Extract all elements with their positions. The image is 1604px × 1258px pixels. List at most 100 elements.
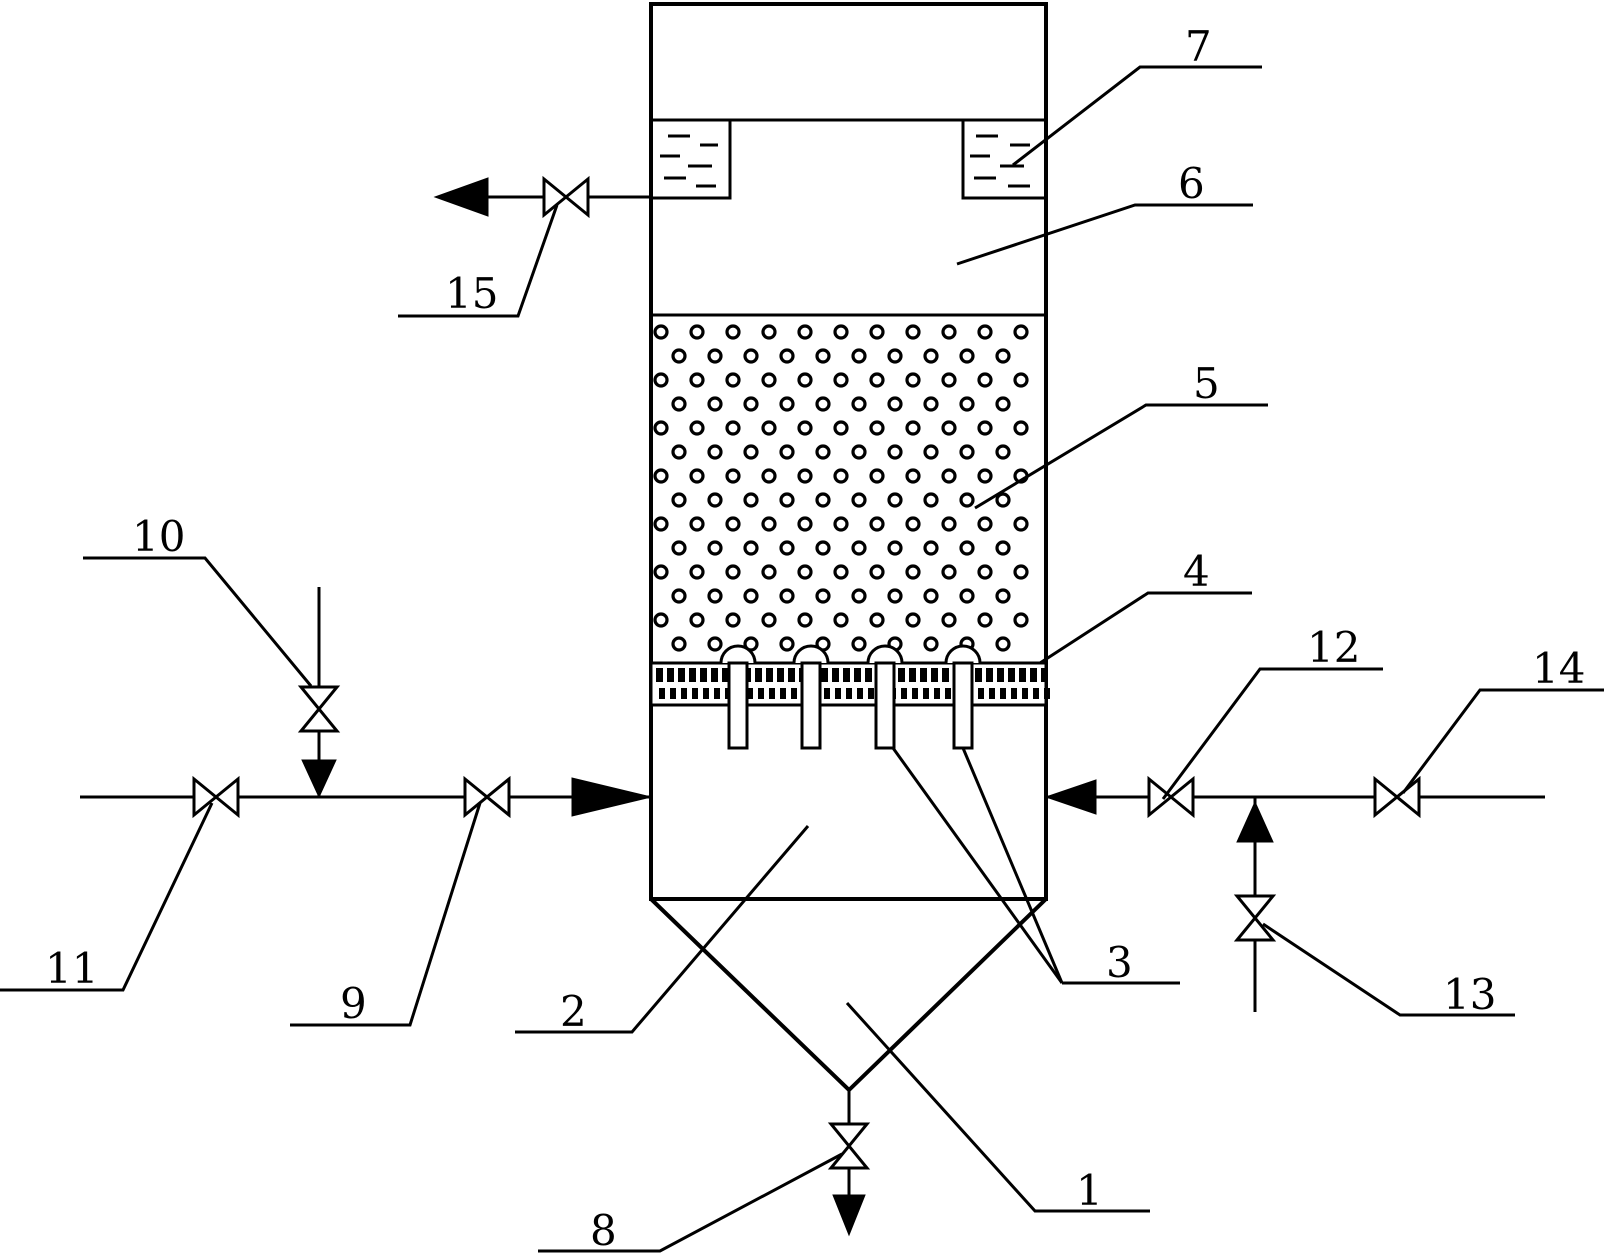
leader-line-3b <box>961 747 1064 984</box>
packing-bead <box>653 324 669 340</box>
leader-line-4 <box>1039 591 1252 665</box>
packing-bead <box>833 468 849 484</box>
packing-bead <box>1013 324 1029 340</box>
leader-line-2 <box>515 825 810 1034</box>
packing-bead <box>707 444 723 460</box>
leader-line-14 <box>1401 688 1604 794</box>
packing-bead <box>1013 564 1029 580</box>
callout-14: 14 <box>1532 644 1585 693</box>
packing-bead <box>923 492 939 508</box>
callout-1: 1 <box>1076 1166 1103 1215</box>
plate-hatch <box>912 688 918 699</box>
plate-hatch <box>692 688 698 699</box>
packing-bead <box>869 564 885 580</box>
packing-bead <box>743 492 759 508</box>
leader-line-12 <box>1161 667 1383 800</box>
packing-bead <box>833 516 849 532</box>
callout-7: 7 <box>1185 22 1212 71</box>
packing-bead <box>941 516 957 532</box>
valve-8 <box>827 1122 871 1170</box>
plate-hatch <box>1000 688 1006 699</box>
packing-bead <box>887 588 903 604</box>
packing-bead <box>761 612 777 628</box>
plate-hatch <box>659 688 665 699</box>
packing-bead <box>779 588 795 604</box>
plate-hatch <box>1044 688 1050 699</box>
callout-15: 15 <box>445 269 498 318</box>
callout-5: 5 <box>1193 359 1220 408</box>
plate-hatch <box>769 688 775 699</box>
nozzle-cap <box>719 644 757 664</box>
distribution-nozzles <box>719 644 982 750</box>
leader-line-11 <box>0 802 214 992</box>
packing-bead <box>653 564 669 580</box>
plate-hatch <box>788 668 795 682</box>
packing-bead <box>725 612 741 628</box>
packing-bead <box>653 420 669 436</box>
packing-bead <box>959 588 975 604</box>
leader-line-15 <box>398 204 559 318</box>
packing-bead <box>977 420 993 436</box>
plate-hatch <box>832 668 839 682</box>
packing-bead <box>851 396 867 412</box>
plate-hatch <box>1019 668 1026 682</box>
packing-bead <box>833 420 849 436</box>
packing-bead <box>905 468 921 484</box>
packing-bead <box>905 372 921 388</box>
packing-bead <box>671 396 687 412</box>
packing-bead <box>833 324 849 340</box>
packing-bead <box>959 492 975 508</box>
packing-bead <box>743 348 759 364</box>
packing-bead <box>671 492 687 508</box>
packing-bead <box>887 348 903 364</box>
plate-hatch <box>755 668 762 682</box>
leader-line-7 <box>1012 65 1262 167</box>
packing-bead <box>815 444 831 460</box>
packing-bead <box>977 612 993 628</box>
packing-bead <box>689 372 705 388</box>
packing-bead <box>851 588 867 604</box>
left-inlet-pipeline <box>80 587 652 817</box>
packing-bead <box>689 612 705 628</box>
plate-hatch <box>934 688 940 699</box>
plate-hatch <box>986 668 993 682</box>
packing-bead <box>887 492 903 508</box>
packing-bead <box>887 540 903 556</box>
packing-bead <box>941 324 957 340</box>
packing-bead <box>977 516 993 532</box>
leader-line-9 <box>290 802 482 1027</box>
plate-hatch <box>780 688 786 699</box>
packing-bead <box>725 516 741 532</box>
callout-3: 3 <box>1106 938 1133 987</box>
packing-bead <box>923 348 939 364</box>
packing-bead <box>797 372 813 388</box>
plate-hatch <box>821 668 828 682</box>
packing-bead <box>689 564 705 580</box>
valve-15 <box>542 175 590 219</box>
plate-hatch <box>1033 688 1039 699</box>
packing-bead <box>761 420 777 436</box>
plate-hatch <box>923 688 929 699</box>
packing-bead <box>851 492 867 508</box>
overflow-outlet-arrow <box>433 177 489 217</box>
packing-bead <box>1013 420 1029 436</box>
nozzle-tube <box>727 661 749 750</box>
plate-hatch <box>1022 688 1028 699</box>
packing-bead <box>797 612 813 628</box>
overflow-weir-left <box>651 118 732 200</box>
plate-hatch <box>920 668 927 682</box>
plate-hatch <box>670 688 676 699</box>
conical-bottom <box>649 897 1048 1093</box>
packing-bead <box>851 444 867 460</box>
plate-hatch <box>1011 688 1017 699</box>
packing-bead <box>761 564 777 580</box>
packing-bead <box>977 564 993 580</box>
valve-13 <box>1233 894 1277 942</box>
callout-9: 9 <box>340 979 367 1028</box>
packing-bead <box>689 516 705 532</box>
packing-bead <box>761 372 777 388</box>
plate-hatch <box>667 668 674 682</box>
valve-12 <box>1147 775 1195 819</box>
packing-bead <box>761 324 777 340</box>
